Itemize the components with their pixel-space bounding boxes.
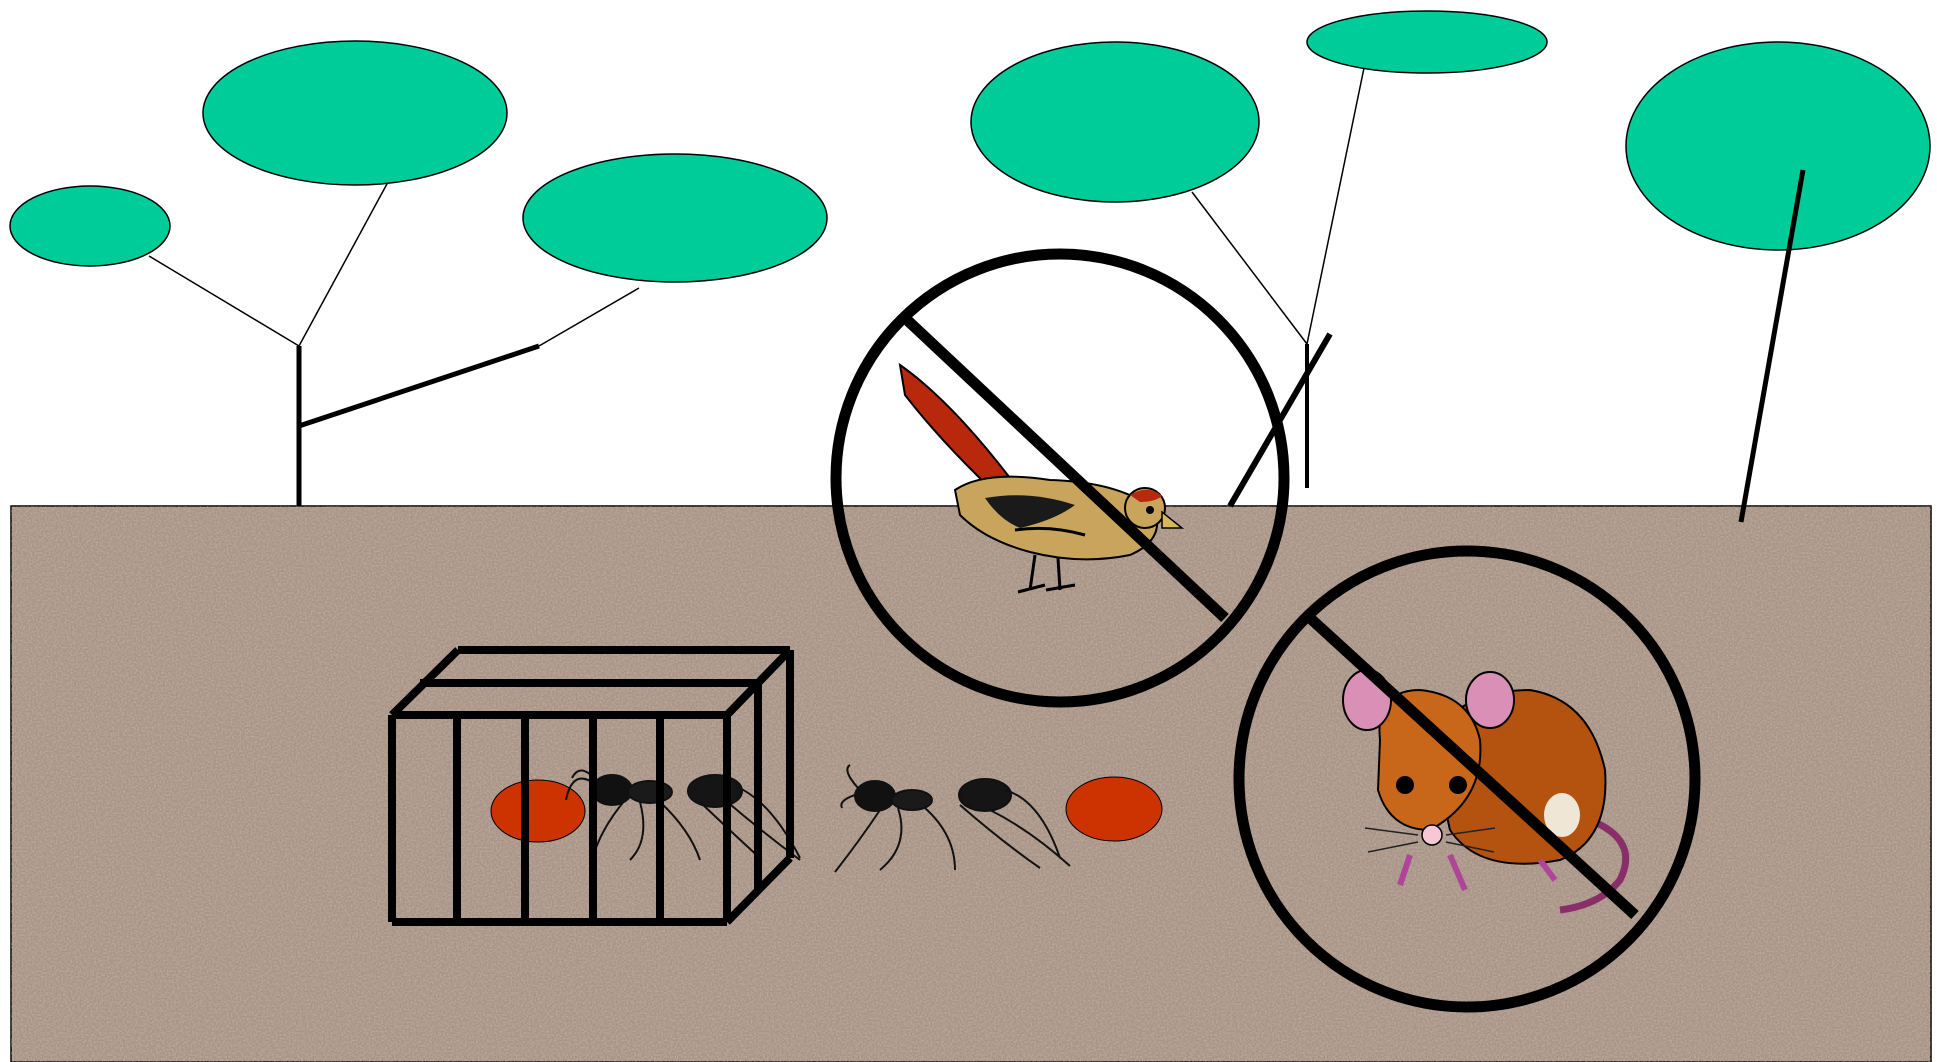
leaf-canopy bbox=[523, 154, 827, 282]
leaf-canopy bbox=[971, 42, 1259, 202]
seed bbox=[491, 780, 585, 842]
plant-right bbox=[1626, 42, 1930, 522]
leaf-canopy bbox=[203, 41, 507, 185]
leaf-canopy bbox=[1307, 11, 1547, 73]
leaf-canopy bbox=[10, 186, 170, 266]
seed bbox=[1066, 777, 1162, 841]
plant-left bbox=[10, 41, 827, 506]
leaf-canopy bbox=[1626, 42, 1930, 250]
